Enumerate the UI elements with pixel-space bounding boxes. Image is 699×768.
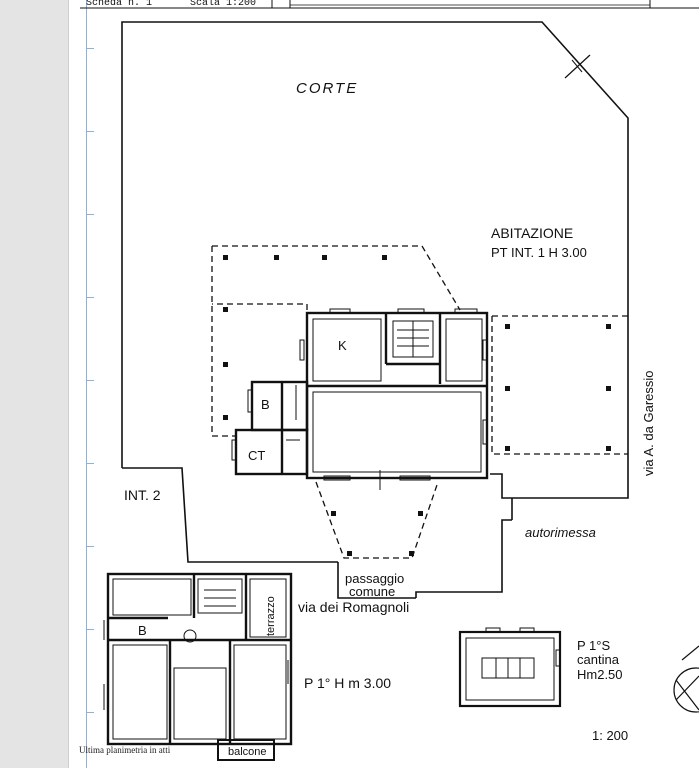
margin-tick xyxy=(86,463,94,464)
first-floor-walls xyxy=(106,572,293,746)
margin-tick xyxy=(86,297,94,298)
ground-floor-inner xyxy=(286,318,483,490)
dashed-porch-outlines xyxy=(211,245,628,559)
footer-note: Ultima planimetria in atti xyxy=(79,745,171,755)
hm-label: Hm2.50 xyxy=(577,667,623,682)
abitazione-label: ABITAZIONE xyxy=(491,225,573,241)
scala-label: Scala 1:200 xyxy=(190,0,256,9)
margin-tick xyxy=(86,48,94,49)
first-floor-inner xyxy=(103,578,289,761)
north-arrow-icon xyxy=(673,645,699,713)
p1s-label: P 1°S xyxy=(577,638,610,653)
via-garessio-label: via A. da Garessio xyxy=(641,371,656,477)
margin-tick xyxy=(86,712,94,713)
margin-tick xyxy=(86,546,94,547)
pt-int-label: PT INT. 1 H 3.00 xyxy=(491,245,587,260)
corte-label: CORTE xyxy=(296,80,358,97)
int2-label: INT. 2 xyxy=(124,487,161,503)
porch-columns xyxy=(223,255,611,556)
scheda-label: Scheda n. 1 xyxy=(86,0,152,9)
p1h-label: P 1° H m 3.00 xyxy=(304,675,391,691)
cantina-label: cantina xyxy=(577,652,620,667)
autorimessa-label: autorimessa xyxy=(525,525,596,540)
ct-label: CT xyxy=(248,448,265,463)
comune-label: comune xyxy=(349,584,395,599)
property-boundary xyxy=(121,21,629,599)
scale-label: 1: 200 xyxy=(592,728,628,743)
cantina-plan xyxy=(458,627,562,708)
k-room-label: K xyxy=(338,338,347,353)
viewer-gutter xyxy=(0,0,68,768)
header-box: Scheda n. 1 Scala 1:200 xyxy=(80,0,699,9)
terrazzo-label: terrazzo xyxy=(265,596,277,636)
page-margin-guide xyxy=(86,0,87,768)
passaggio-label: passaggio xyxy=(345,571,404,586)
margin-tick xyxy=(86,629,94,630)
b-first-label: B xyxy=(138,623,147,638)
margin-tick xyxy=(86,214,94,215)
ground-floor-walls xyxy=(234,311,489,480)
balcone-label: balcone xyxy=(228,746,267,758)
window-marks xyxy=(231,308,488,481)
margin-tick xyxy=(86,380,94,381)
b-ground-label: B xyxy=(261,397,270,412)
margin-tick xyxy=(86,131,94,132)
via-romagnoli-label: via dei Romagnoli xyxy=(298,599,409,615)
